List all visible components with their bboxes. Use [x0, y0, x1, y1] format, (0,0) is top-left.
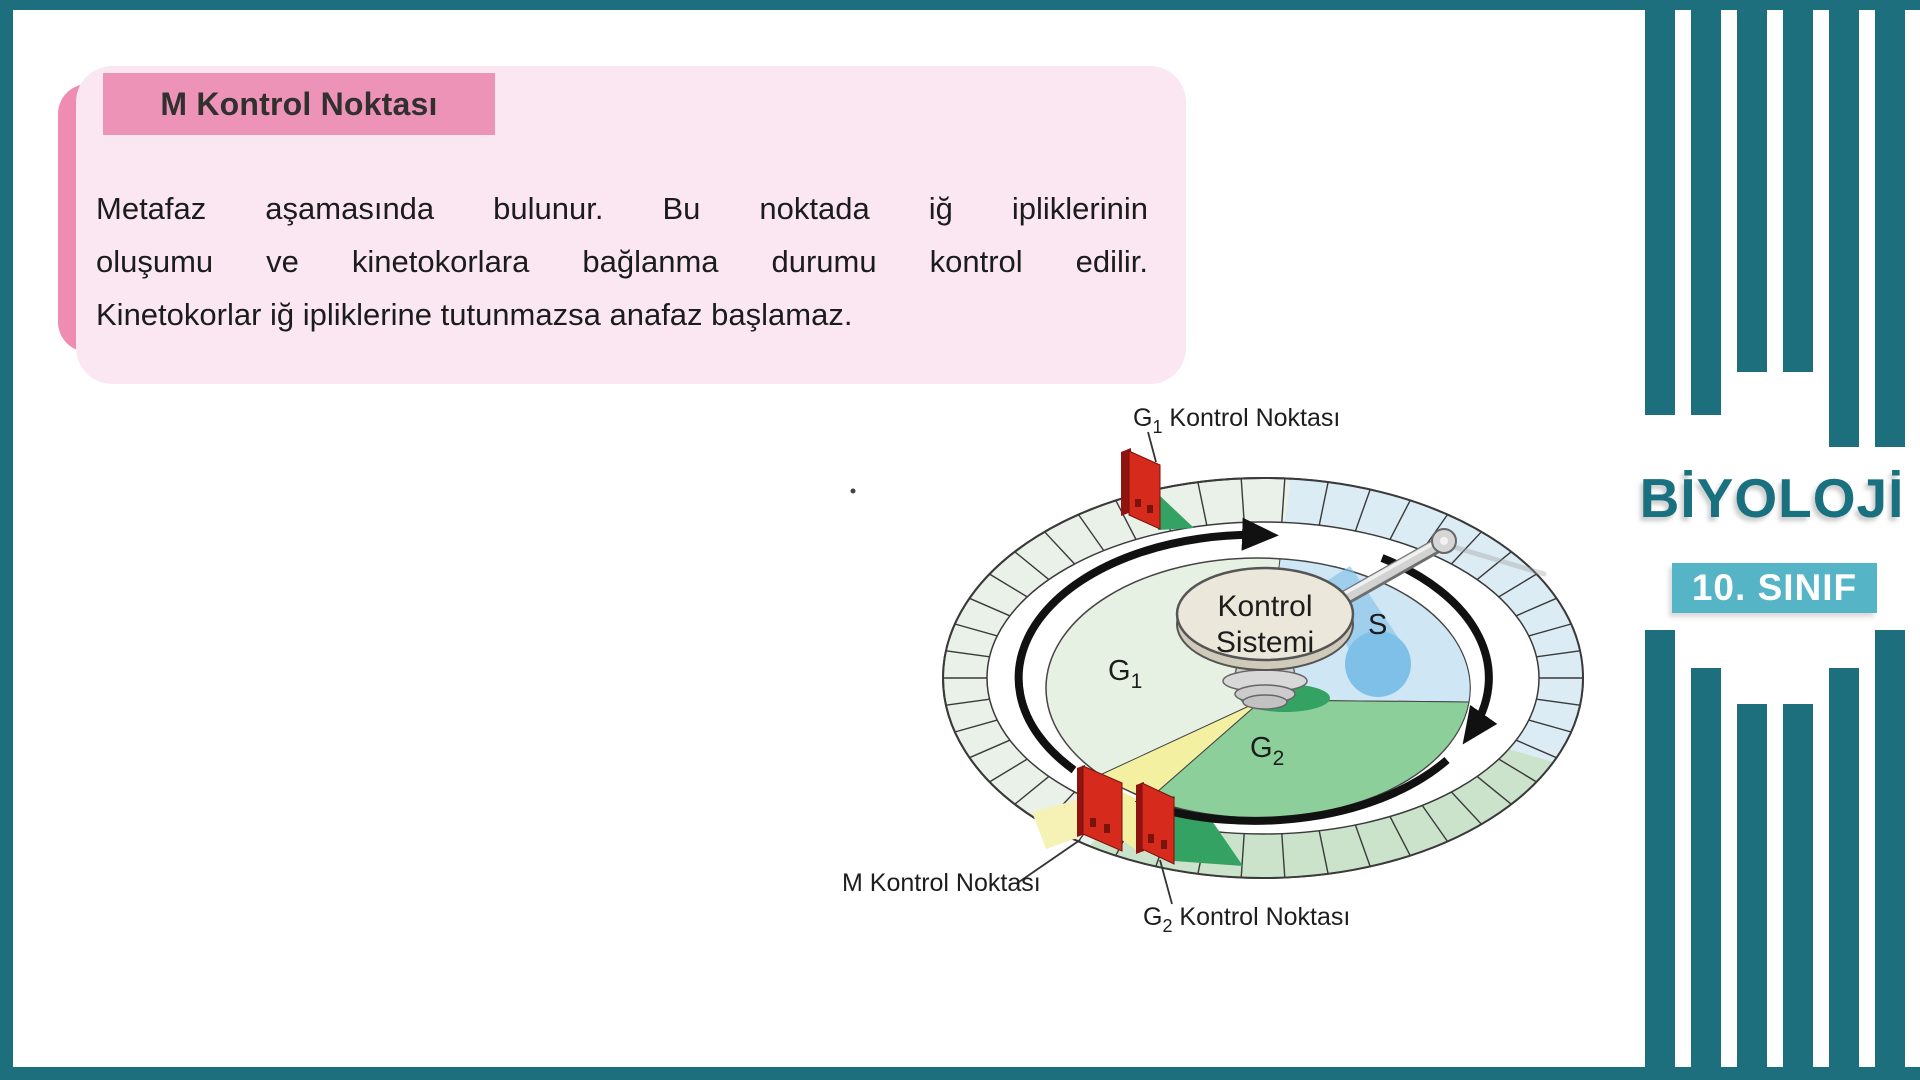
ring-tick [1421, 804, 1449, 842]
ring-tick [1498, 758, 1537, 783]
g1-checkpoint-leader [1147, 431, 1157, 463]
m-checkpoint-label: M Kontrol Noktası [842, 869, 1041, 897]
decor-bar-bottom-5 [1829, 668, 1859, 1068]
g2-checkpoint-label: G2 Kontrol Noktası [1143, 903, 1350, 936]
ring-tick [1197, 482, 1208, 526]
decor-bar-top-4 [1783, 8, 1813, 372]
ring-tick [1389, 816, 1411, 856]
ring-tick [989, 758, 1028, 783]
brand-grade-badge: 10. SINIF [1672, 563, 1877, 613]
ring-tick [1450, 531, 1482, 565]
frame-border-top [0, 0, 1920, 10]
ring-tick [1476, 551, 1512, 581]
info-card-body: Metafaz aşamasında bulunur. Bu noktada i… [96, 182, 1148, 341]
decor-bar-bottom-6 [1875, 630, 1905, 1068]
ring-tick [1515, 597, 1557, 617]
g1-checkpoint-green-wedge [1158, 494, 1194, 530]
ring-tick [1240, 478, 1245, 523]
control-system-line1: Kontrol [1217, 590, 1312, 623]
cycle-arrow-left [1014, 517, 1279, 774]
g1-checkpoint-label: G1 Kontrol Noktası [1133, 404, 1340, 437]
decor-bar-bottom-2 [1691, 668, 1721, 1068]
ring-tick [1077, 514, 1105, 552]
pedestal-base [1242, 694, 1288, 710]
decor-bar-bottom-1 [1645, 630, 1675, 1068]
body-line-1: Metafaz aşamasında bulunur. Bu noktada i… [96, 191, 1148, 226]
decor-bar-top-6 [1875, 8, 1905, 447]
ring-tick [945, 650, 990, 658]
ring-tick [1318, 830, 1329, 874]
ring-tick [1536, 698, 1581, 706]
body-line-2: oluşumu ve kinetokorlara bağlanma durumu… [96, 244, 1148, 279]
stray-dot [850, 488, 856, 494]
ring-tick [1281, 833, 1286, 878]
frame-border-left [0, 0, 13, 1080]
decor-bar-top-3 [1737, 8, 1767, 372]
frame-border-bottom [0, 1067, 1920, 1080]
pointer-shadow-blob [1345, 631, 1411, 697]
ring-tick [1536, 650, 1581, 658]
ring-tick [1354, 489, 1371, 532]
cell-cycle-diagram: Kontrol Sistemi G1 Kontrol Noktası [842, 404, 1584, 936]
ring-tick [1528, 719, 1572, 733]
decor-bar-bottom-3 [1737, 704, 1767, 1068]
ring-tick [1528, 623, 1572, 637]
ring-tick [1014, 775, 1050, 805]
ring-tick [945, 698, 990, 706]
ring-tick [969, 739, 1011, 759]
ring-tick [1318, 482, 1329, 526]
control-system-oval [1175, 566, 1355, 662]
ring-tick [1014, 551, 1050, 581]
ring-outline [942, 477, 1584, 879]
dial-arm-streak [1451, 544, 1547, 577]
dial-arm [1332, 537, 1446, 607]
decor-bar-top-5 [1829, 8, 1859, 447]
phase-g2-label: G2 [1250, 732, 1284, 770]
dial-arm-tip-center [1440, 537, 1448, 545]
g1-checkpoint-flag [1121, 448, 1161, 530]
g2-checkpoint-flag [1136, 782, 1175, 865]
ring-tick [1240, 833, 1245, 878]
ring-tick [1389, 500, 1411, 540]
m-checkpoint-flag [1077, 765, 1123, 852]
ring-tick [1281, 478, 1286, 523]
control-system-line2: Sistemi [1216, 626, 1314, 659]
ring-tick [1476, 775, 1512, 805]
m-phase-band-pale [1032, 800, 1077, 849]
ring-tick [1044, 531, 1076, 565]
info-card-title: M Kontrol Noktası [103, 73, 495, 135]
ring-tick [1115, 500, 1137, 540]
phase-g1-label: G1 [1108, 655, 1142, 693]
dial-arm-highlight [1334, 539, 1440, 600]
ring-tick [1354, 824, 1371, 867]
ring-tick [954, 623, 998, 637]
decor-bar-top-1 [1645, 8, 1675, 415]
body-line-3: Kinetokorlar iğ ipliklerine tutunmazsa a… [96, 297, 853, 332]
cycle-arrow-bottom [1134, 756, 1450, 828]
m-checkpoint-leader [1015, 839, 1081, 885]
g2-checkpoint-leader [1159, 859, 1173, 905]
ring-tick [989, 573, 1028, 598]
ring-tick [1450, 791, 1482, 825]
ring-tick [954, 719, 998, 733]
ring-tick [1498, 573, 1537, 598]
ring-tick [1515, 739, 1557, 759]
phase-s-label: S [1368, 609, 1387, 641]
brand-subject: BİYOLOJİ [1639, 467, 1905, 529]
decor-bar-bottom-4 [1783, 704, 1813, 1068]
cycle-arrow-right [1380, 554, 1498, 745]
decor-bar-top-2 [1691, 8, 1721, 415]
ring-tick [969, 597, 1011, 617]
